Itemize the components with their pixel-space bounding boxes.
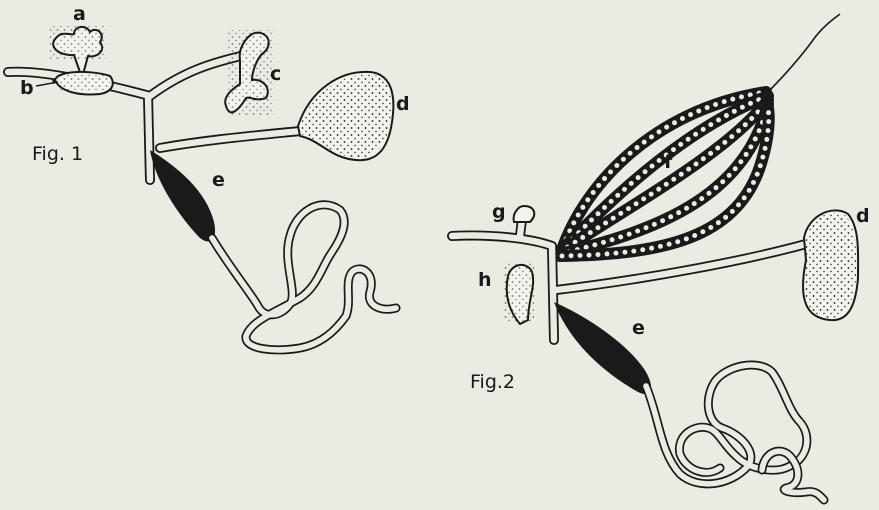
fig1-label-c: c (270, 63, 281, 85)
fig1-gland-d-stipple (300, 74, 391, 158)
fig2-title: Fig.2 (470, 371, 515, 393)
fig2-label-g: g (492, 201, 506, 223)
fig1-label-d: d (396, 93, 410, 115)
figure-2: Fig.2 g f h d e (452, 14, 870, 500)
fig1-title: Fig. 1 (32, 143, 83, 165)
fig2-label-e: e (632, 317, 645, 339)
fig2-gland-g (514, 206, 535, 222)
fig2-label-d: d (856, 205, 870, 227)
fig1-label-e: e (212, 169, 225, 191)
figure-1: Fig. 1 a b c d e (8, 3, 410, 350)
fig1-gland-b-stipple (58, 74, 110, 92)
fig1-coiled-tube-lumen (212, 205, 396, 350)
fig2-thread (766, 14, 840, 94)
fig2-beaded-chains-f (560, 92, 769, 256)
fig2-body-e (554, 302, 651, 394)
fig1-gland-c-stipple (228, 30, 274, 116)
fig2-label-h: h (478, 269, 492, 291)
fig2-gland-h-stipple (504, 262, 534, 322)
fig1-body-e (150, 150, 215, 241)
fig1-gland-a-stipple (50, 26, 106, 60)
fig2-gland-d-stipple (804, 212, 856, 318)
fig1-label-a: a (73, 3, 86, 25)
fig1-label-b: b (20, 77, 34, 99)
fig2-label-f: f (664, 151, 673, 173)
